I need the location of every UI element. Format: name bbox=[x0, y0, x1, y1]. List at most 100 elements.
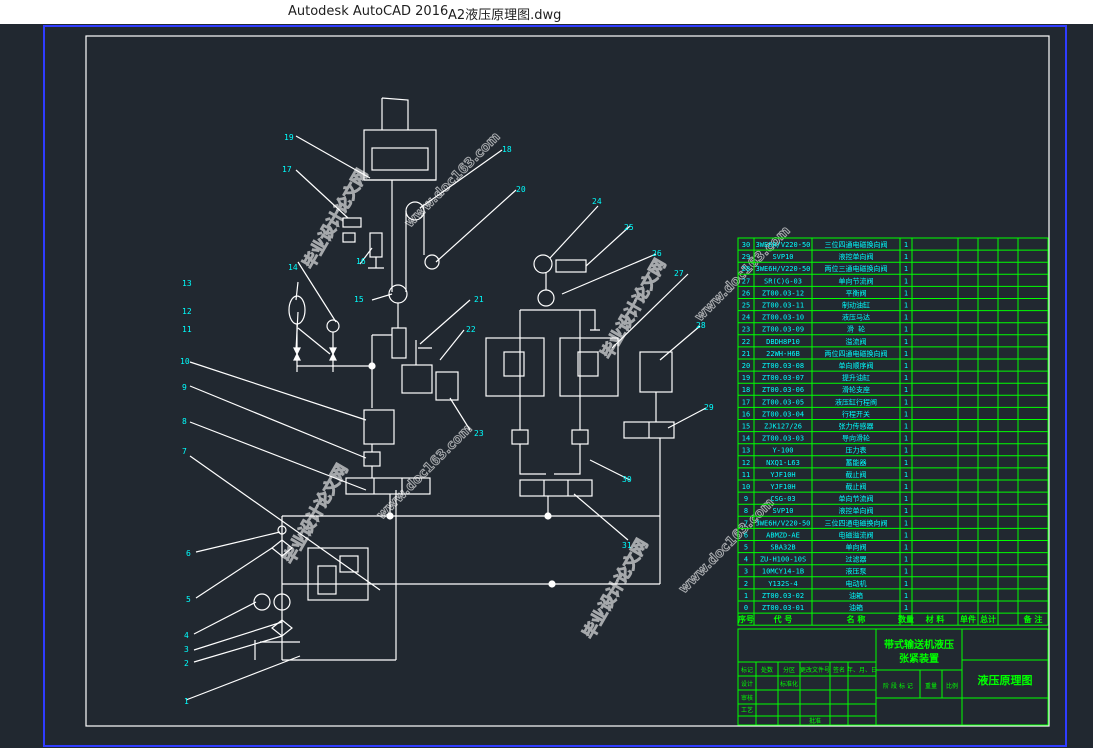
part-name: 截止阀 bbox=[846, 482, 867, 491]
part-no: 24 bbox=[742, 314, 750, 322]
label-3: 3 bbox=[184, 645, 189, 654]
label-24: 24 bbox=[592, 197, 602, 206]
part-no: 14 bbox=[742, 435, 750, 443]
title-bar: Autodesk AutoCAD 2016 A2液压原理图.dwg bbox=[0, 0, 1093, 24]
part-name: 三位四通电磁换向阀 bbox=[825, 240, 888, 249]
part-name: 液控单向阀 bbox=[839, 252, 874, 261]
project-title-line1: 带式输送机液压 bbox=[884, 638, 954, 651]
part-code: ZJK127/26 bbox=[764, 423, 802, 431]
part-qty: 1 bbox=[904, 556, 908, 564]
label-5: 5 bbox=[186, 595, 191, 604]
part-no: 11 bbox=[742, 471, 750, 479]
part-no: 10 bbox=[742, 483, 750, 491]
part-name: 单向阀 bbox=[846, 543, 867, 552]
part-qty: 1 bbox=[904, 374, 908, 382]
part-qty: 1 bbox=[904, 544, 908, 552]
drawing-title: 液压原理图 bbox=[978, 673, 1033, 687]
label-9: 9 bbox=[182, 383, 187, 392]
part-no: 20 bbox=[742, 362, 750, 370]
label-6: 6 bbox=[186, 549, 191, 558]
part-qty: 1 bbox=[904, 604, 908, 612]
part-code: ZT00.03-11 bbox=[762, 302, 804, 310]
tb-sign: 签名 bbox=[833, 666, 845, 674]
part-name: 两位三通电磁换向阀 bbox=[825, 264, 888, 273]
part-no: 3 bbox=[744, 568, 748, 576]
label-28: 28 bbox=[696, 321, 706, 330]
part-qty: 1 bbox=[904, 435, 908, 443]
part-qty: 1 bbox=[904, 580, 908, 588]
header-qty: 数量 bbox=[898, 614, 914, 624]
label-29: 29 bbox=[704, 403, 714, 412]
part-qty: 1 bbox=[904, 350, 908, 358]
part-code: SVP10 bbox=[772, 507, 793, 515]
part-no: 19 bbox=[742, 374, 750, 382]
scale-label: 比例 bbox=[946, 682, 958, 690]
part-no: 6 bbox=[744, 531, 748, 539]
part-code: YJF10H bbox=[770, 471, 795, 479]
part-qty: 1 bbox=[904, 531, 908, 539]
part-qty: 1 bbox=[904, 314, 908, 322]
label-18: 18 bbox=[502, 145, 512, 154]
drawing-canvas[interactable]: 19 17 18 20 16 14 13 15 12 11 10 9 8 7 6… bbox=[0, 24, 1093, 748]
label-20: 20 bbox=[516, 185, 526, 194]
label-13: 13 bbox=[182, 279, 192, 288]
part-name: 滑轮支座 bbox=[842, 385, 870, 394]
watermark-cn-3: 毕业设计论文网 bbox=[279, 460, 351, 567]
part-no: 13 bbox=[742, 447, 750, 455]
watermark-cn-4: 毕业设计论文网 bbox=[579, 535, 651, 642]
label-10: 10 bbox=[180, 357, 190, 366]
part-no: 28 bbox=[742, 265, 750, 273]
part-qty: 1 bbox=[904, 398, 908, 406]
label-17: 17 bbox=[282, 165, 292, 174]
part-code: ZT00.03-12 bbox=[762, 289, 804, 297]
part-no: 8 bbox=[744, 507, 748, 515]
label-25: 25 bbox=[624, 223, 634, 232]
part-code: ZT00.03-02 bbox=[762, 592, 804, 600]
part-name: 三位四通电磁换向阀 bbox=[825, 518, 888, 527]
part-name: 提升油缸 bbox=[842, 373, 870, 382]
part-qty: 1 bbox=[904, 459, 908, 467]
part-qty: 1 bbox=[904, 592, 908, 600]
watermark-url-3: www.doc163.com bbox=[374, 421, 475, 522]
part-name: 截止阀 bbox=[846, 470, 867, 479]
part-no: 27 bbox=[742, 277, 750, 285]
part-name: 单向节流阀 bbox=[839, 276, 874, 285]
part-name: 行程开关 bbox=[842, 409, 870, 418]
part-qty: 1 bbox=[904, 447, 908, 455]
part-code: NXQ1-L63 bbox=[766, 459, 800, 467]
part-code: Y132S-4 bbox=[768, 580, 798, 588]
part-code: CSG-03 bbox=[770, 495, 795, 503]
drawing-svg[interactable]: 19 17 18 20 16 14 13 15 12 11 10 9 8 7 6… bbox=[0, 24, 1093, 748]
part-code: YJF10H bbox=[770, 483, 795, 491]
watermark-url-4: www.doc163.com bbox=[676, 495, 777, 596]
part-name: 平衡阀 bbox=[846, 288, 867, 297]
app-name: Autodesk AutoCAD 2016 bbox=[288, 4, 449, 19]
part-code: SBA32B bbox=[770, 544, 795, 552]
label-8: 8 bbox=[182, 417, 187, 426]
label-22: 22 bbox=[466, 325, 476, 334]
part-code: ZT00.03-04 bbox=[762, 410, 804, 418]
part-code: ZT00.03-09 bbox=[762, 326, 804, 334]
part-name: 单向顺序阀 bbox=[839, 361, 874, 370]
label-1: 1 bbox=[184, 697, 189, 706]
part-name: 滑 轮 bbox=[847, 325, 865, 334]
sheet-border bbox=[43, 25, 1067, 747]
title-block: 带式输送机液压 张紧装置 液压原理图 阶 段 标 记 重量 比例 标记 处数 分… bbox=[737, 628, 1049, 726]
part-name: 油箱 bbox=[849, 603, 863, 612]
part-name: 导向滑轮 bbox=[842, 434, 870, 443]
watermarks: 毕业设计论文网 www.doc163.com 毕业设计论文网 www.doc16… bbox=[279, 129, 795, 643]
